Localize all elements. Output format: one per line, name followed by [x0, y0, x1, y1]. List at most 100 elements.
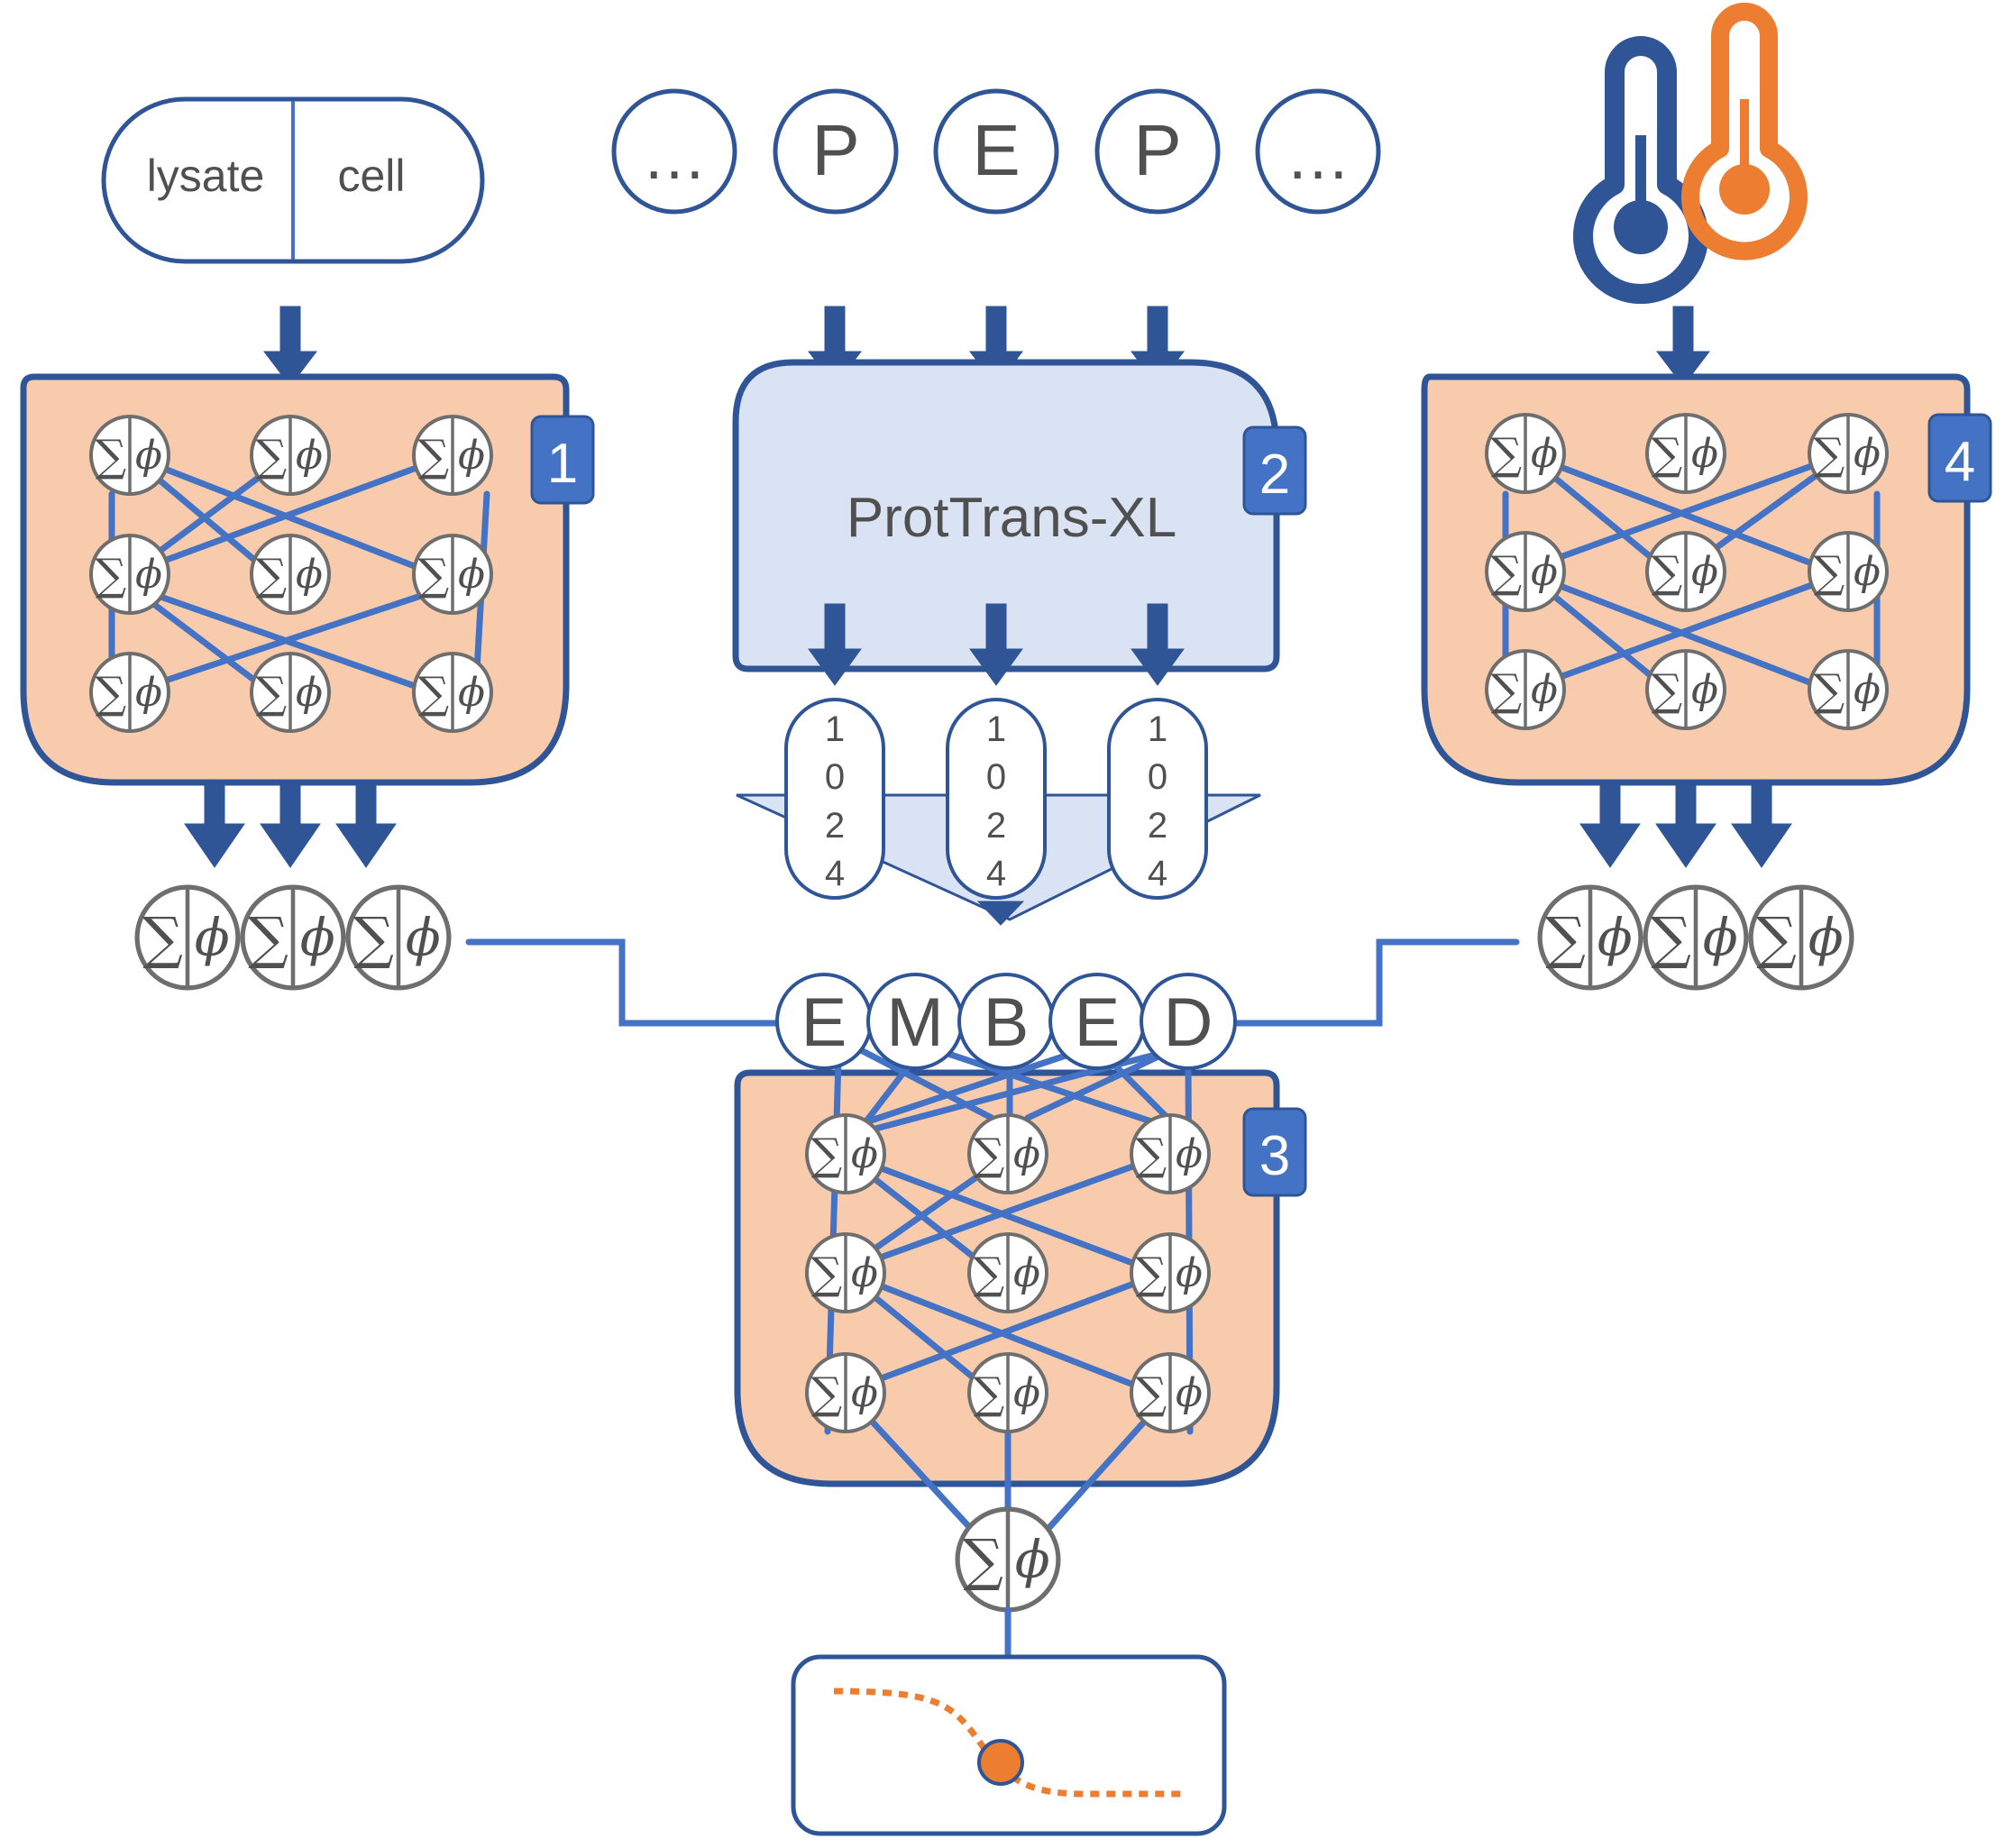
- embed-letter-circle: D: [1140, 973, 1237, 1070]
- phi-symbol: ϕ: [296, 670, 323, 716]
- svg-text:1: 1: [547, 433, 578, 495]
- sum-symbol: ∑: [811, 1368, 842, 1419]
- neuron-symbols: ∑ϕ: [1491, 429, 1558, 480]
- svg-text:1: 1: [986, 709, 1006, 749]
- temperature-network-block: ∑ϕ ∑ϕ ∑ϕ ∑ϕ ∑ϕ ∑ϕ ∑ϕ ∑ϕ ∑ϕ 4: [1421, 373, 1992, 786]
- neuron-symbols: ∑ϕ: [811, 1249, 878, 1299]
- phi-symbol: ϕ: [406, 908, 441, 967]
- neuron-symbols: ∑ϕ: [1652, 547, 1718, 598]
- neuron-symbols: ∑ϕ: [1136, 1368, 1203, 1419]
- neuron-symbols: ∑ϕ: [418, 550, 485, 600]
- svg-text:4: 4: [1945, 431, 1975, 493]
- phi-symbol: ϕ: [1531, 431, 1558, 477]
- sum-symbol: ∑: [1545, 905, 1586, 971]
- model-output-arrows: [808, 603, 1185, 686]
- cell-state-pill: lysate cell: [101, 96, 485, 264]
- sum-symbol: ∑: [974, 1130, 1004, 1180]
- state-network-block: ∑ϕ ∑ϕ ∑ϕ ∑ϕ ∑ϕ ∑ϕ ∑ϕ ∑ϕ ∑ϕ 1: [20, 373, 595, 786]
- neuron-symbols: ∑ϕ: [418, 668, 485, 718]
- token-circle: P: [1094, 88, 1221, 215]
- embed-letter-circle: E: [775, 973, 873, 1070]
- model-name: ProtTrans-XL: [847, 487, 1176, 549]
- sum-symbol: ∑: [142, 905, 183, 971]
- embedding-capsule: 1 0 2 4: [784, 698, 885, 900]
- language-model-block: ProtTrans-XL 2: [732, 359, 1307, 672]
- sum-symbol: ∑: [96, 550, 126, 600]
- embed-concat-row: E M B E D: [775, 973, 1237, 1070]
- sum-symbol: ∑: [1652, 665, 1682, 716]
- phi-symbol: ϕ: [1176, 1131, 1203, 1177]
- neuron-symbols: ∑ϕ: [256, 668, 323, 718]
- embed-letter-circle: E: [1048, 973, 1146, 1070]
- phi-symbol: ϕ: [851, 1370, 878, 1416]
- phi-symbol: ϕ: [296, 433, 323, 479]
- sum-symbol: ∑: [256, 431, 287, 481]
- embed-letter-circle: B: [957, 973, 1055, 1070]
- sum-symbol: ∑: [1652, 429, 1682, 480]
- svg-text:4: 4: [986, 854, 1006, 893]
- neuron-symbols: ∑ϕ: [142, 905, 229, 971]
- neuron-symbols: ∑ϕ: [1814, 547, 1881, 598]
- phi-symbol: ϕ: [1691, 431, 1718, 477]
- neuron-symbols: ∑ϕ: [974, 1130, 1040, 1180]
- token-circle: P: [773, 88, 899, 215]
- block-number-badge: 2: [1242, 425, 1307, 516]
- neuron-symbols: ∑ϕ: [811, 1368, 878, 1419]
- neuron-symbols: ∑ϕ: [1756, 905, 1843, 971]
- sum-symbol: ∑: [811, 1130, 842, 1180]
- sum-symbol: ∑: [1814, 665, 1845, 716]
- thermometer-hot-icon: [1681, 3, 1808, 261]
- side-output-arrows: [184, 782, 1792, 868]
- token-circle: …: [611, 88, 737, 215]
- cell-label: cell: [337, 151, 405, 201]
- phi-symbol: ϕ: [1013, 1370, 1040, 1416]
- sequence-tokens: … P E P …: [611, 88, 1381, 215]
- block-number-badge: 3: [1242, 1107, 1307, 1197]
- sum-symbol: ∑: [1814, 429, 1845, 480]
- phi-symbol: ϕ: [1176, 1250, 1203, 1296]
- phi-symbol: ϕ: [296, 552, 323, 598]
- token-circle: E: [933, 88, 1059, 215]
- lysate-label: lysate: [147, 151, 265, 201]
- svg-text:P: P: [1133, 110, 1181, 190]
- sum-symbol: ∑: [248, 905, 288, 971]
- svg-text:3: 3: [1259, 1125, 1290, 1187]
- sum-symbol: ∑: [963, 1527, 1003, 1593]
- svg-text:E: E: [972, 110, 1020, 190]
- block-1-connections: [108, 452, 490, 696]
- sum-symbol: ∑: [353, 905, 394, 971]
- neuron-symbols: ∑ϕ: [1814, 429, 1881, 480]
- neuron-symbols: ∑ϕ: [1652, 665, 1718, 716]
- sum-symbol: ∑: [1491, 547, 1522, 598]
- sum-symbol: ∑: [418, 550, 449, 600]
- token-circle: …: [1255, 88, 1381, 215]
- sum-symbol: ∑: [256, 668, 287, 718]
- temperature-output-neurons: ∑ϕ ∑ϕ ∑ϕ: [1540, 887, 1852, 988]
- phi-symbol: ϕ: [135, 552, 162, 598]
- svg-text:D: D: [1164, 984, 1213, 1061]
- phi-symbol: ϕ: [1176, 1370, 1203, 1416]
- phi-symbol: ϕ: [1013, 1131, 1040, 1177]
- embedding-vectors: 1 0 2 4 1 0 2 4 1 0 2 4: [784, 698, 1208, 900]
- neuron-symbols: ∑ϕ: [811, 1130, 878, 1180]
- phi-symbol: ϕ: [1703, 908, 1738, 967]
- neuron-symbols: ∑ϕ: [418, 431, 485, 481]
- phi-symbol: ϕ: [1854, 667, 1881, 713]
- phi-symbol: ϕ: [135, 433, 162, 479]
- phi-symbol: ϕ: [851, 1250, 878, 1296]
- thermometer-cold-icon: [1573, 36, 1708, 305]
- phi-symbol: ϕ: [851, 1131, 878, 1177]
- neuron-symbols: ∑ϕ: [963, 1527, 1049, 1593]
- phi-symbol: ϕ: [1854, 431, 1881, 477]
- concat-connectors: [465, 938, 1520, 1027]
- neuron-symbols: ∑ϕ: [1491, 665, 1558, 716]
- svg-text:E: E: [1075, 984, 1121, 1061]
- sum-symbol: ∑: [96, 668, 126, 718]
- svg-text:2: 2: [825, 806, 845, 846]
- svg-text:E: E: [801, 984, 847, 1061]
- sum-symbol: ∑: [1651, 905, 1691, 971]
- phi-symbol: ϕ: [135, 670, 162, 716]
- neuron-symbols: ∑ϕ: [1814, 665, 1881, 716]
- phi-symbol: ϕ: [195, 908, 230, 967]
- block-number-badge: 4: [1927, 413, 1992, 503]
